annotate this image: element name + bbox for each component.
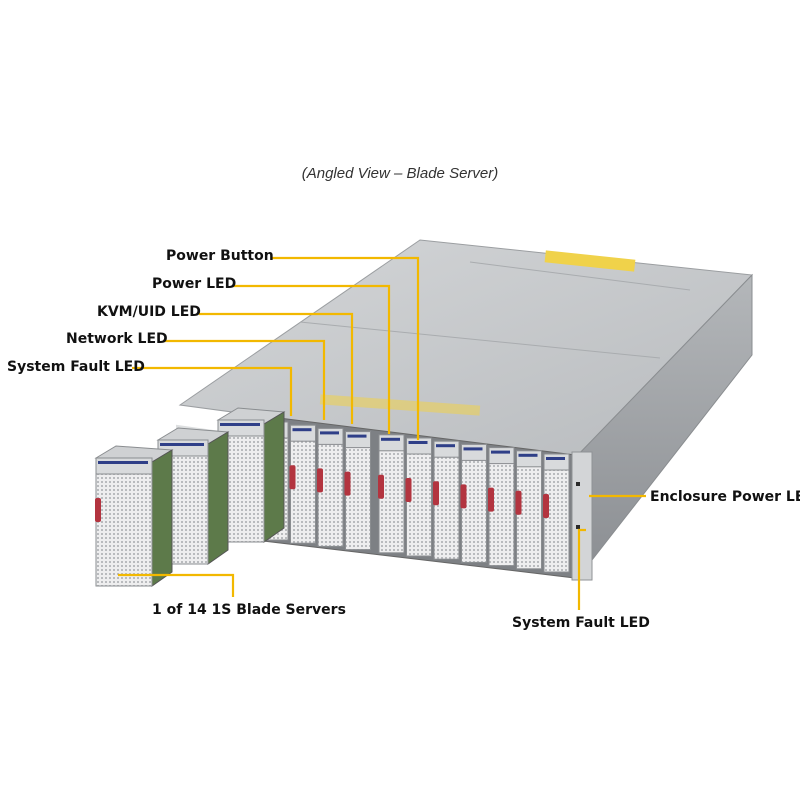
blade-led-strip bbox=[518, 453, 538, 457]
callout-blade-servers: 1 of 14 1S Blade Servers bbox=[152, 602, 346, 618]
blade-release-handle bbox=[378, 474, 384, 499]
chassis-label-sticker bbox=[544, 250, 636, 272]
blade-led-strip bbox=[160, 443, 204, 446]
leader-power-button bbox=[272, 256, 420, 440]
chassis-label-sticker-front bbox=[319, 394, 481, 416]
pulled-blade-face bbox=[95, 457, 153, 587]
leader-power-led bbox=[233, 284, 391, 434]
blade-led-strip bbox=[320, 431, 339, 435]
installed-blade bbox=[433, 440, 460, 560]
callout-power-led: Power LED bbox=[152, 276, 237, 292]
leader-system-fault-led-enclosure bbox=[577, 528, 586, 610]
enclosure-power-led-light bbox=[576, 482, 580, 486]
installed-blade bbox=[460, 443, 487, 563]
blade-release-handle bbox=[344, 471, 351, 496]
installed-blade bbox=[378, 434, 405, 554]
blade-led-strip bbox=[546, 457, 565, 460]
leader-system-fault-led-blade bbox=[132, 366, 293, 416]
callout-system-fault-led-blade: System Fault LED bbox=[7, 359, 145, 375]
blade-led-strip bbox=[98, 461, 148, 464]
installed-blade bbox=[317, 427, 344, 547]
callout-kvm-uid-led: KVM/UID LED bbox=[97, 304, 201, 320]
installed-blade bbox=[543, 453, 570, 573]
leader-blade-servers bbox=[118, 573, 235, 597]
leader-lines bbox=[118, 256, 646, 610]
leader-kvm-uid-led bbox=[199, 312, 354, 424]
installed-blade bbox=[344, 431, 371, 551]
enclosure-fault-led-light bbox=[576, 525, 580, 529]
blade-release-handle bbox=[543, 494, 549, 518]
blade-led-strip bbox=[408, 441, 428, 444]
figure-caption: (Angled View – Blade Server) bbox=[301, 165, 499, 182]
blade-release-handle bbox=[95, 498, 101, 522]
pulled-out-blades bbox=[94, 407, 286, 587]
callout-network-led: Network LED bbox=[66, 331, 168, 347]
blade-release-handle bbox=[317, 468, 323, 493]
blade-led-strip bbox=[292, 428, 312, 432]
pulled-blade bbox=[94, 445, 174, 587]
installed-blade bbox=[289, 424, 316, 544]
blade-led-strip bbox=[491, 450, 510, 454]
callout-system-fault-led-enclosure: System Fault LED bbox=[512, 615, 650, 631]
blade-release-handle bbox=[460, 484, 467, 509]
enclosure-front-ear bbox=[571, 451, 593, 581]
leader-network-led bbox=[163, 339, 326, 420]
callout-power-button: Power Button bbox=[166, 248, 274, 264]
blade-release-handle bbox=[289, 465, 296, 490]
blade-release-handle bbox=[405, 478, 412, 502]
installed-blade bbox=[488, 447, 515, 567]
blade-led-strip bbox=[463, 447, 483, 451]
callout-enclosure-power-led: Enclosure Power LED bbox=[650, 489, 800, 505]
blade-release-handle bbox=[515, 490, 522, 515]
blade-led-strip bbox=[347, 434, 367, 438]
blade-led-strip bbox=[220, 423, 260, 426]
installed-blade bbox=[515, 450, 542, 570]
blade-release-handle bbox=[433, 481, 439, 506]
blade-led-strip bbox=[381, 437, 400, 441]
blade-led-strip bbox=[436, 444, 455, 448]
installed-blade bbox=[405, 437, 432, 557]
blade-release-handle bbox=[488, 487, 494, 512]
